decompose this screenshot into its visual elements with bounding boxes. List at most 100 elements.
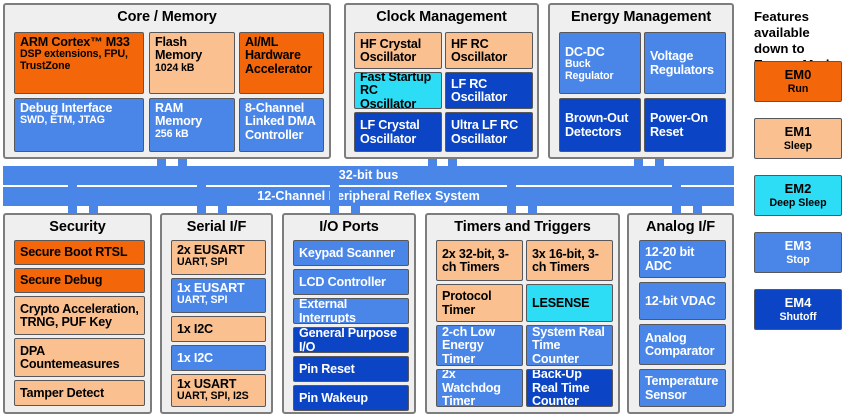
block-power-on-reset[interactable]: Power-On Reset [644,98,726,152]
block-label-primary: HF Crystal Oscillator [360,36,421,64]
block-flash-memory[interactable]: Flash Memory 1024 kB [149,32,235,94]
block-label-primary: 2x 32-bit, 3-ch Timers [442,246,509,274]
legend-item-em2[interactable]: EM2 Deep Sleep [754,175,842,216]
block-label-secondary: Buck Regulator [565,58,614,82]
bus-stub-top-3 [428,159,437,171]
block-lf-crystal-oscillator[interactable]: LF Crystal Oscillator [354,112,442,152]
block-label-primary: Power-On Reset [650,111,708,139]
block-label-primary: 1x I2C [177,321,213,336]
legend-item-em3[interactable]: EM3 Stop [754,232,842,273]
legend-item-em4[interactable]: EM4 Shutoff [754,289,842,330]
block-label-secondary: DSP extensions, FPU, TrustZone [20,48,128,72]
block-label-primary: Crypto Acceleration, TRNG, PUF Key [20,301,139,329]
block-tamper-detect[interactable]: Tamper Detect [14,380,145,406]
block-analog-comparator[interactable]: Analog Comparator [639,324,726,365]
bus-stub-bottom-1 [68,185,77,206]
block-3x-16bit-timers[interactable]: 3x 16-bit, 3-ch Timers [526,240,613,281]
legend-name: Sleep [783,139,813,152]
block-linked-dma-controller[interactable]: 8-Channel Linked DMA Controller [239,98,324,152]
block-1x-i2c-em1[interactable]: 1x I2C [171,316,266,342]
block-voltage-regulators[interactable]: Voltage Regulators [644,32,726,94]
block-secure-debug[interactable]: Secure Debug [14,268,145,293]
panel-title-io-ports: I/O Ports [319,219,379,235]
block-hf-crystal-oscillator[interactable]: HF Crystal Oscillator [354,32,442,69]
block-temperature-sensor[interactable]: Temperature Sensor [639,369,726,407]
block-label-primary: 2-ch Low Energy Timer [442,325,495,366]
legend-code: EM4 [784,294,812,310]
block-label-primary: Brown-Out Detectors [565,111,629,139]
block-system-real-time-counter[interactable]: System Real Time Counter [526,325,613,366]
block-label-primary: General Purpose I/O [299,327,397,353]
legend-name: Shutoff [779,310,817,323]
block-ram-memory[interactable]: RAM Memory 256 kB [149,98,235,152]
block-1x-eusart[interactable]: 1x EUSART UART, SPI [171,278,266,313]
block-ultra-lf-rc-oscillator[interactable]: Ultra LF RC Oscillator [445,112,533,152]
panel-clock-management: Clock Management HF Crystal Oscillator H… [344,3,539,159]
block-label-primary: 1x I2C [177,350,213,365]
bus-stub-top-5 [634,159,643,171]
block-hf-rc-oscillator[interactable]: HF RC Oscillator [445,32,533,69]
bus-stub-bottom-4 [197,185,206,206]
block-pin-reset[interactable]: Pin Reset [293,356,409,382]
block-1x-i2c-em3[interactable]: 1x I2C [171,345,266,371]
block-fast-startup-rc-oscillator[interactable]: Fast Startup RC Oscillator [354,72,442,109]
block-crypto-acceleration[interactable]: Crypto Acceleration, TRNG, PUF Key [14,296,145,335]
panel-core-memory: Core / Memory ARM Cortex™ M33 DSP extens… [3,3,331,159]
block-vdac[interactable]: 12-bit VDAC [639,282,726,320]
block-secure-boot-rtsl[interactable]: Secure Boot RTSL [14,240,145,265]
block-lesense[interactable]: LESENSE [526,284,613,322]
block-2x-watchdog-timer[interactable]: 2x Watchdog Timer [436,369,523,407]
bus-peripheral-reflex-system: 12-Channel Peripheral Reflex System [3,187,734,206]
block-debug-interface[interactable]: Debug Interface SWD, ETM, JTAG [14,98,144,152]
block-label-primary: 1x EUSART [177,281,245,295]
block-label-secondary: UART, SPI [177,256,228,269]
bus-stub-bottom-11 [507,206,516,214]
panel-timers-triggers: Timers and Triggers 2x 32-bit, 3-ch Time… [425,213,620,414]
block-label-primary: LF Crystal Oscillator [360,118,420,146]
panel-title-analog-if: Analog I/F [645,219,716,235]
panel-title-timers-triggers: Timers and Triggers [454,219,591,235]
panel-io-ports: I/O Ports Keypad Scanner LCD Controller … [282,213,416,414]
legend-code: EM2 [784,180,812,196]
block-2x-eusart[interactable]: 2x EUSART UART, SPI [171,240,266,275]
block-2x-32bit-timers[interactable]: 2x 32-bit, 3-ch Timers [436,240,523,281]
block-adc[interactable]: 12-20 bit ADC [639,240,726,278]
block-lcd-controller[interactable]: LCD Controller [293,269,409,295]
block-aiml-hardware-accelerator[interactable]: AI/ML Hardware Accelerator [239,32,324,94]
block-keypad-scanner[interactable]: Keypad Scanner [293,240,409,266]
block-backup-real-time-counter[interactable]: Back-Up Real Time Counter [526,369,613,407]
bus-stub-bottom-15 [693,206,702,214]
legend-item-em0[interactable]: EM0 Run [754,61,842,102]
bus-stub-bottom-13 [672,185,681,206]
block-2ch-low-energy-timer[interactable]: 2-ch Low Energy Timer [436,325,523,366]
block-label-primary: HF RC Oscillator [451,36,508,64]
block-label-primary: 12-bit VDAC [645,293,716,308]
block-dcdc-buck-regulator[interactable]: DC-DC Buck Regulator [559,32,641,94]
legend-code: EM0 [784,66,812,82]
block-arm-cortex-m33[interactable]: ARM Cortex™ M33 DSP extensions, FPU, Tru… [14,32,144,94]
block-label-primary: Keypad Scanner [299,245,395,260]
block-external-interrupts[interactable]: External Interrupts [293,298,409,324]
block-brown-out-detectors[interactable]: Brown-Out Detectors [559,98,641,152]
block-label-primary: Pin Wakeup [299,390,368,405]
block-dpa-countermeasures[interactable]: DPA Countemeasures [14,338,145,377]
block-label-primary: Voltage Regulators [650,49,714,77]
block-general-purpose-io[interactable]: General Purpose I/O [293,327,409,353]
block-pin-wakeup[interactable]: Pin Wakeup [293,385,409,411]
bus-32bit-label: 32-bit bus [338,168,399,183]
block-label-primary: Secure Debug [20,273,103,288]
block-protocol-timer[interactable]: Protocol Timer [436,284,523,322]
block-1x-usart[interactable]: 1x USART UART, SPI, I2S [171,374,266,407]
bus-stub-bottom-10 [507,185,516,206]
bus-stub-bottom-12 [528,206,537,214]
block-lf-rc-oscillator[interactable]: LF RC Oscillator [445,72,533,109]
block-label-secondary: UART, SPI [177,294,228,307]
bus-stub-bottom-7 [330,185,339,206]
block-label-primary: 1x USART [177,377,237,391]
block-label-primary: Analog Comparator [645,330,715,358]
block-label-secondary: 1024 kB [155,61,195,74]
legend-item-em1[interactable]: EM1 Sleep [754,118,842,159]
block-label-primary: Debug Interface [20,101,113,115]
panel-title-serial-if: Serial I/F [186,219,247,235]
